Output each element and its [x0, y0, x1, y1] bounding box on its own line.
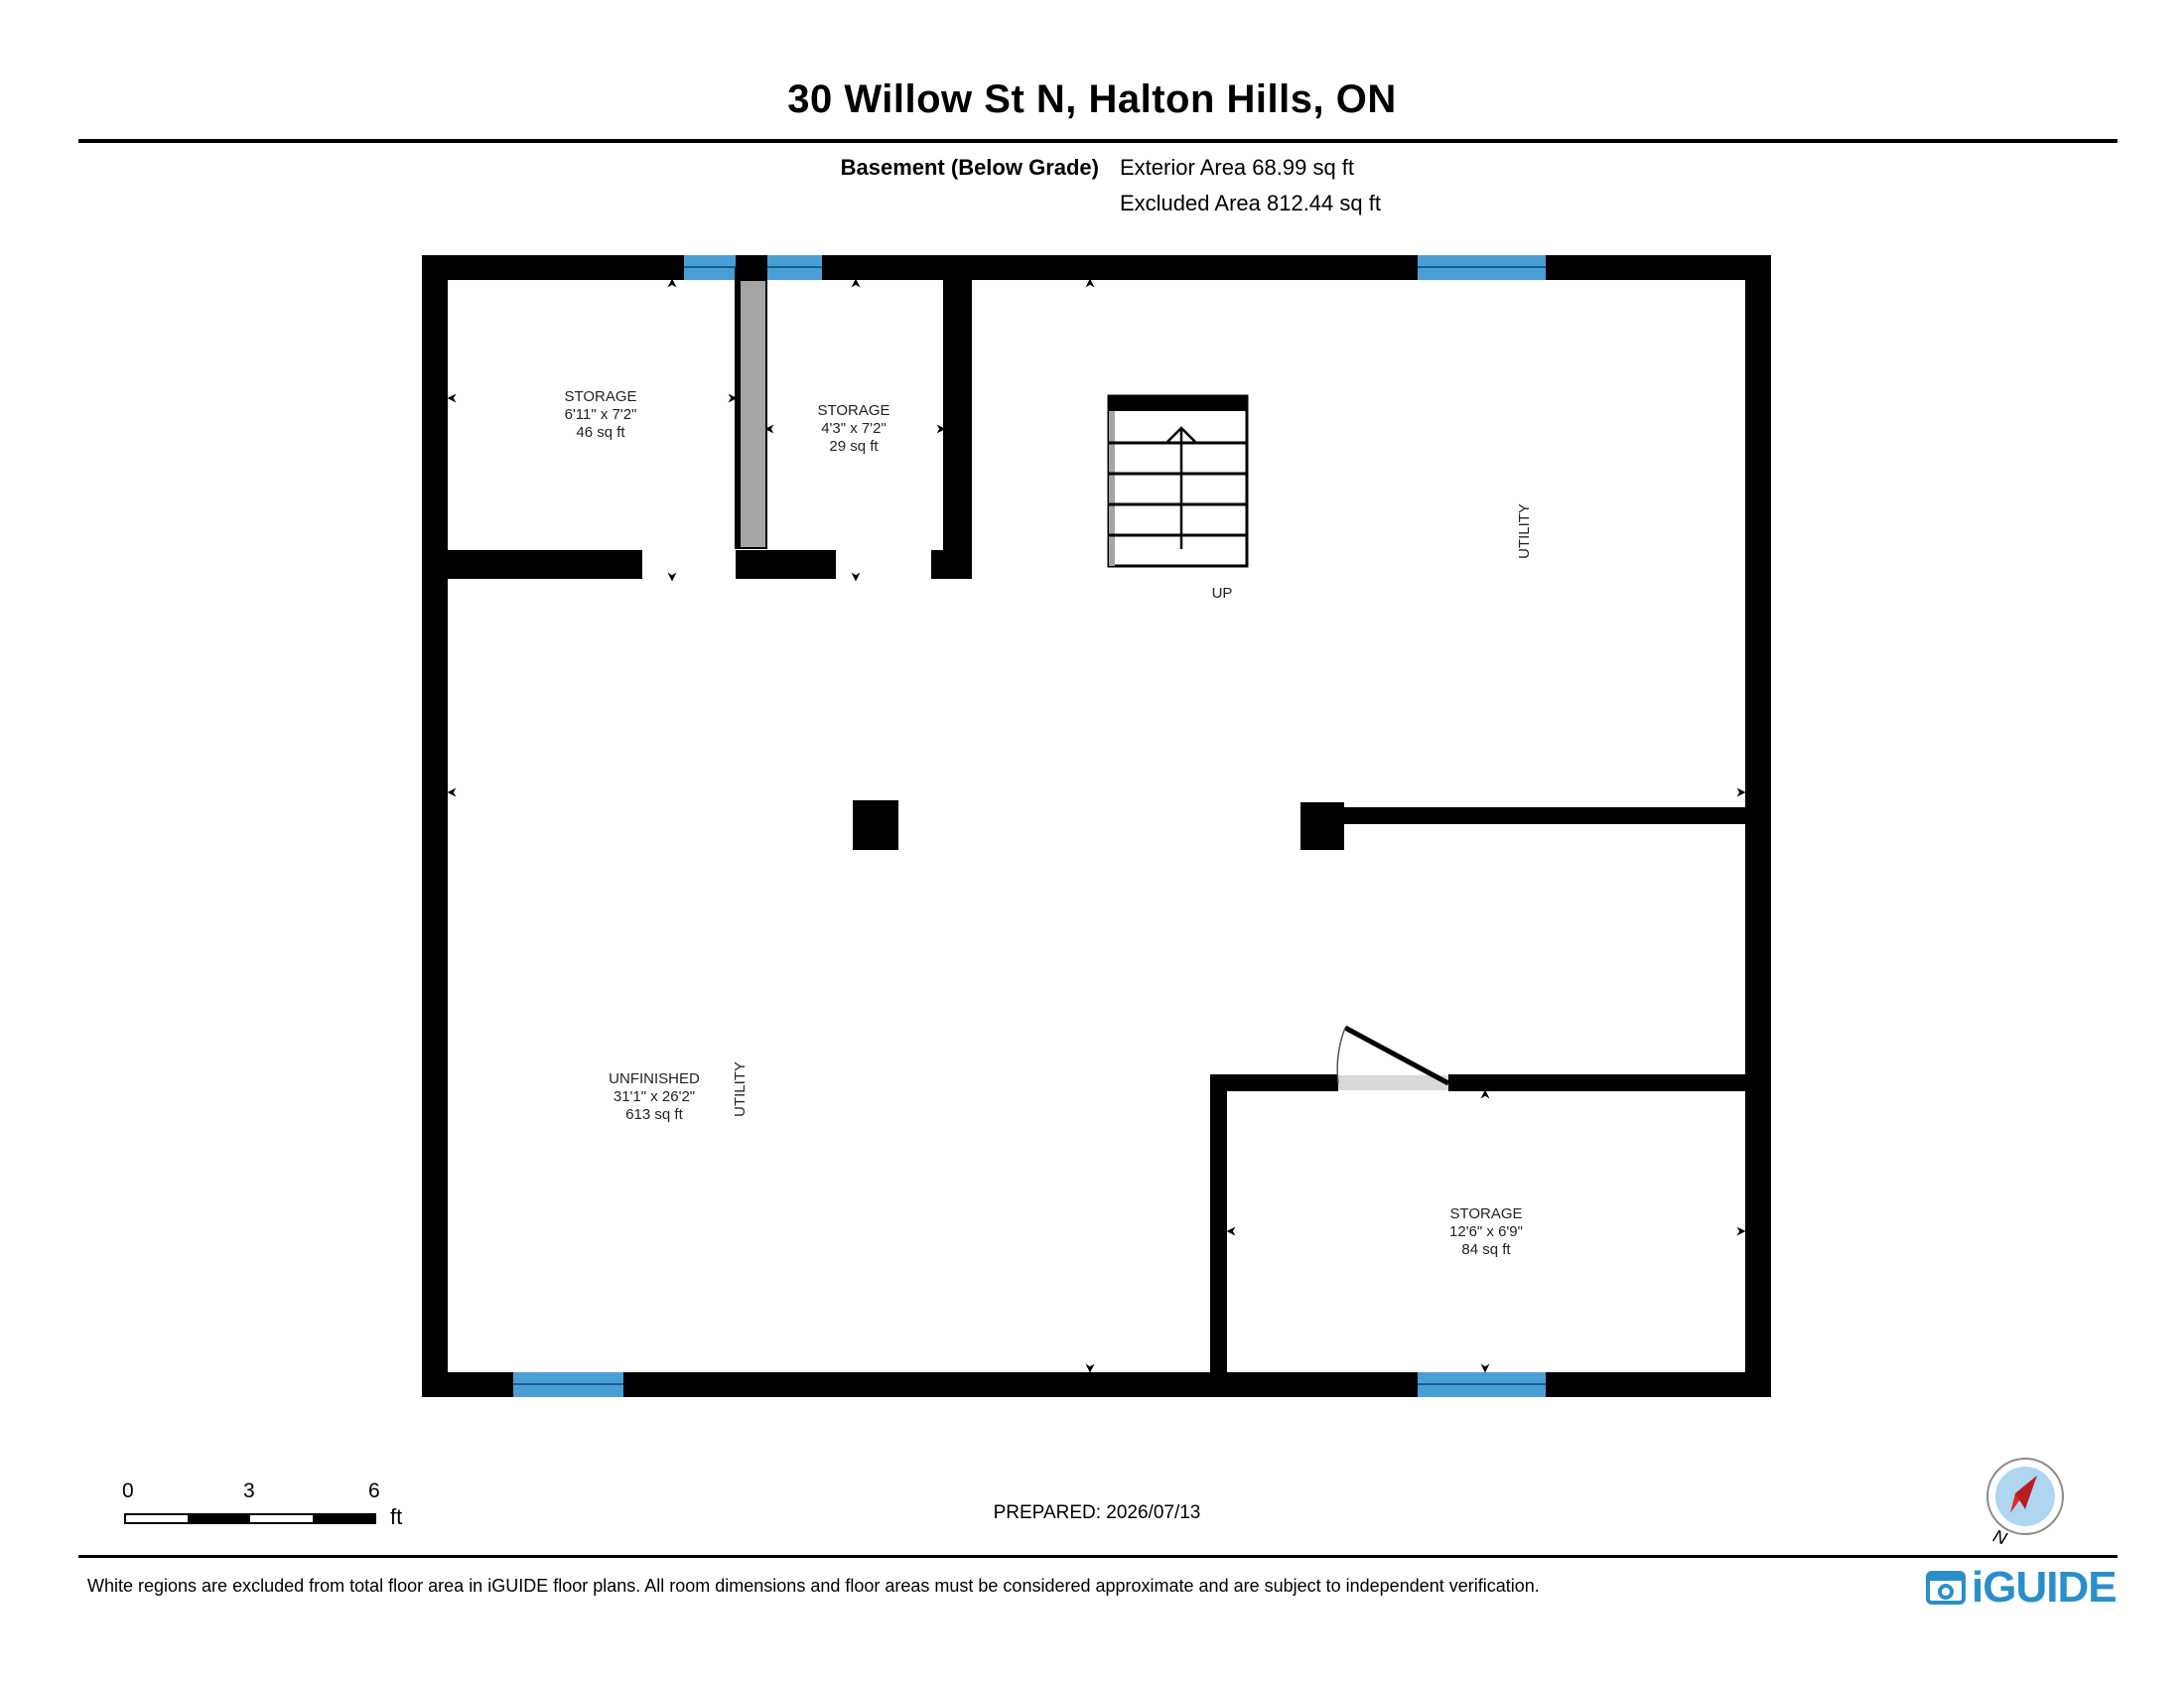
- utility-label-upper: UTILITY: [1516, 503, 1533, 559]
- room-dimensions: 4'3" x 7'2": [821, 420, 887, 437]
- window-top-1: [684, 255, 736, 280]
- iguide-logo: iGUIDE: [1926, 1563, 2117, 1613]
- room-area: 46 sq ft: [576, 424, 625, 441]
- room-storage-b: STORAGE 4'3" x 7'2" 29 sq ft: [817, 402, 889, 455]
- room-dimensions: 12'6" x 6'9": [1449, 1223, 1523, 1240]
- scale-label-6: 6: [368, 1479, 380, 1502]
- scale-label-0: 0: [122, 1479, 134, 1502]
- room-name: UNFINISHED: [609, 1070, 700, 1087]
- scale-unit: ft: [390, 1504, 403, 1529]
- support-column: [1300, 802, 1344, 850]
- floor-label: Basement (Below Grade): [840, 155, 1099, 180]
- window-top-2: [767, 255, 822, 280]
- compass-icon: [1986, 1458, 2064, 1535]
- scale-label-3: 3: [243, 1479, 255, 1502]
- disclaimer-text: White regions are excluded from total fl…: [87, 1576, 1540, 1596]
- interior-walls: [448, 268, 1745, 1390]
- room-area: 29 sq ft: [829, 438, 879, 455]
- iguide-logo-icon: [1926, 1571, 1966, 1605]
- room-name: STORAGE: [1449, 1205, 1522, 1222]
- window-bottom-2: [1418, 1372, 1546, 1397]
- room-storage-c: STORAGE 12'6" x 6'9" 84 sq ft: [1449, 1205, 1523, 1258]
- door: [1336, 1025, 1450, 1090]
- windows: [513, 255, 1546, 1397]
- support-column: [853, 800, 898, 850]
- room-name: STORAGE: [817, 402, 889, 419]
- staircase: [1107, 394, 1249, 568]
- room-unfinished: UNFINISHED 31'1" x 26'2" 613 sq ft: [609, 1070, 700, 1123]
- room-storage-a: STORAGE 6'11" x 7'2" 46 sq ft: [564, 388, 636, 441]
- exterior-walls: [422, 255, 1771, 1397]
- room-name: STORAGE: [564, 388, 636, 405]
- header-divider: [78, 139, 2117, 143]
- room-dimensions: 6'11" x 7'2": [565, 406, 637, 423]
- scale-bar: [124, 1513, 376, 1524]
- room-area: 84 sq ft: [1461, 1241, 1511, 1258]
- exterior-area: Exterior Area 68.99 sq ft: [1120, 155, 1355, 180]
- excluded-area: Excluded Area 812.44 sq ft: [1120, 191, 1381, 215]
- stairs-up-label: UP: [1212, 585, 1233, 602]
- window-top-3: [1418, 255, 1546, 280]
- utility-label-lower: UTILITY: [732, 1061, 749, 1117]
- page-title: 30 Willow St N, Halton Hills, ON: [787, 77, 1397, 121]
- footer-divider: [78, 1555, 2117, 1558]
- room-area: 613 sq ft: [625, 1106, 683, 1123]
- dimension-arrows: [447, 278, 1746, 1373]
- window-bottom-1: [513, 1372, 623, 1397]
- room-dimensions: 31'1" x 26'2": [614, 1088, 695, 1105]
- iguide-logo-text: iGUIDE: [1972, 1563, 2117, 1612]
- prepared-date: PREPARED: 2026/07/13: [993, 1502, 1201, 1523]
